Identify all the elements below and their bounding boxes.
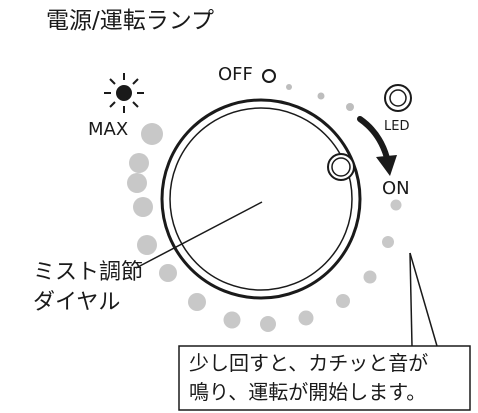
intensity-dot	[336, 294, 350, 308]
mist-dial-knob[interactable]	[160, 98, 362, 300]
note-text: 少し回すと、カチッと音が 鳴り、運転が開始します。	[179, 346, 470, 410]
note-line: 鳴り、運転が開始します。	[189, 380, 427, 404]
intensity-dot	[159, 264, 177, 282]
intensity-dot	[346, 103, 354, 111]
off-label: OFF	[218, 64, 253, 85]
intensity-dot	[129, 153, 149, 173]
max-label: MAX	[88, 119, 129, 140]
intensity-dots-small	[286, 84, 354, 111]
dial-label-line2: ダイヤル	[33, 290, 121, 315]
dial-label-line1: ミスト調節	[33, 260, 144, 285]
note-box	[178, 345, 471, 411]
intensity-dot	[133, 197, 153, 217]
intensity-dot	[127, 173, 147, 193]
leader-line	[135, 201, 263, 269]
leader-line	[409, 252, 438, 347]
clockwise-arrow-icon	[357, 116, 397, 176]
intensity-dot	[141, 123, 163, 145]
power-lamp-label: 電源/運転ランプ	[46, 8, 215, 34]
intensity-dot	[363, 270, 377, 284]
intensity-dot	[137, 235, 157, 255]
intensity-dot	[390, 199, 402, 211]
dial-indicator-icon	[327, 153, 355, 181]
on-label: ON	[382, 178, 410, 199]
intensity-dot	[286, 84, 292, 90]
intensity-dot	[382, 236, 394, 248]
intensity-dot	[188, 293, 206, 311]
note-line: 少し回すと、カチッと音が	[189, 351, 429, 375]
intensity-dot	[317, 92, 325, 100]
lamp-lit-icon	[104, 73, 144, 113]
led-label: LED	[384, 119, 410, 134]
intensity-dots-large	[127, 123, 402, 332]
intensity-dot	[298, 310, 314, 326]
led-bulb-icon	[384, 84, 412, 112]
intensity-dot	[260, 316, 276, 332]
ring-icon	[262, 69, 276, 83]
intensity-dot	[223, 311, 241, 329]
leader-line	[409, 252, 413, 347]
